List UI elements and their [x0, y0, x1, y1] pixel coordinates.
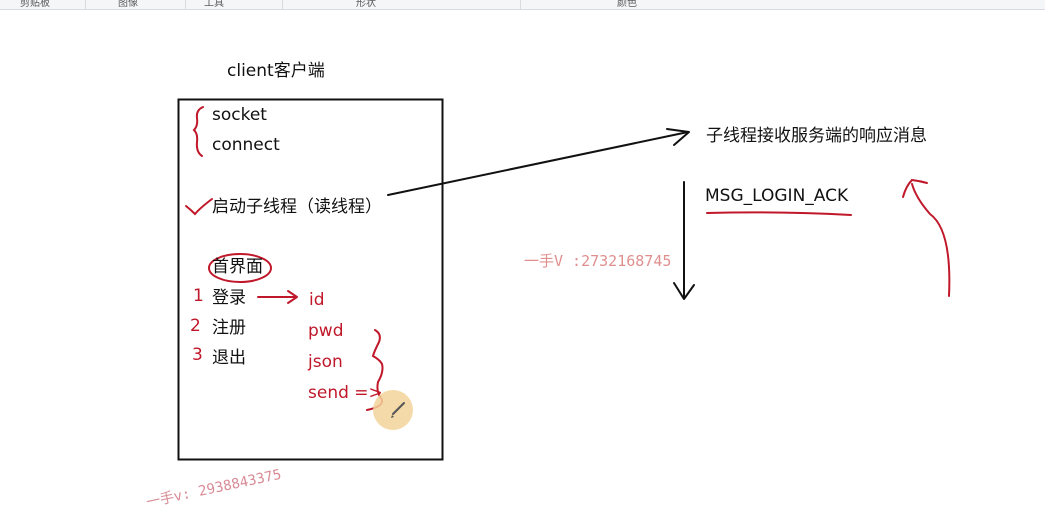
arrow-head-login-to-id	[287, 290, 298, 304]
underline-ack	[706, 211, 852, 216]
ribbon-separator	[520, 0, 521, 9]
label-start-thread: 启动子线程（读线程）	[212, 197, 382, 217]
label-connect: connect	[212, 135, 280, 155]
check-mark	[185, 198, 213, 216]
ribbon-group-shapes[interactable]: 形状	[356, 0, 376, 9]
label-home: 首界面	[212, 257, 263, 277]
cursor-highlight	[373, 390, 413, 430]
ribbon-group-image[interactable]: 图像	[118, 0, 138, 9]
ack-message: MSG_LOGIN_ACK	[705, 186, 849, 206]
ribbon-group-clipboard[interactable]: 剪贴板	[20, 0, 50, 9]
arrow-to-thread-note	[387, 131, 689, 196]
thread-note: 子线程接收服务端的响应消息	[706, 126, 927, 146]
arrow-head-down	[673, 282, 695, 300]
brace-socket-connect	[192, 106, 204, 157]
paint-ribbon: 剪贴板 图像 工具 形状 颜色	[0, 0, 1045, 10]
arrow-head-thread-note	[666, 128, 690, 146]
step-id: id	[309, 290, 325, 310]
circle-home	[208, 253, 272, 283]
label-register: 注册	[212, 318, 246, 338]
ribbon-group-colors[interactable]: 颜色	[617, 0, 637, 9]
client-box	[177, 98, 444, 461]
step-send: send =>	[308, 383, 383, 403]
label-exit: 退出	[212, 348, 246, 368]
label-socket: socket	[212, 105, 267, 125]
curve-arrow-right	[911, 183, 951, 297]
label-login: 登录	[212, 288, 246, 308]
ribbon-group-tools[interactable]: 工具	[204, 0, 224, 9]
ribbon-separator	[185, 0, 186, 9]
ribbon-separator	[282, 0, 283, 9]
annotation-number-1: 1	[193, 286, 204, 306]
curve-arrow-head-right	[902, 178, 928, 198]
annotation-number-3: 3	[192, 345, 203, 365]
watermark-primary: 一手V :2732168745	[524, 252, 672, 270]
step-json: json	[308, 352, 343, 372]
annotation-number-2: 2	[190, 316, 201, 336]
client-title: client客户端	[227, 61, 325, 81]
ribbon-separator	[85, 0, 86, 9]
step-pwd: pwd	[308, 321, 344, 341]
pencil-cursor-icon	[391, 402, 405, 418]
